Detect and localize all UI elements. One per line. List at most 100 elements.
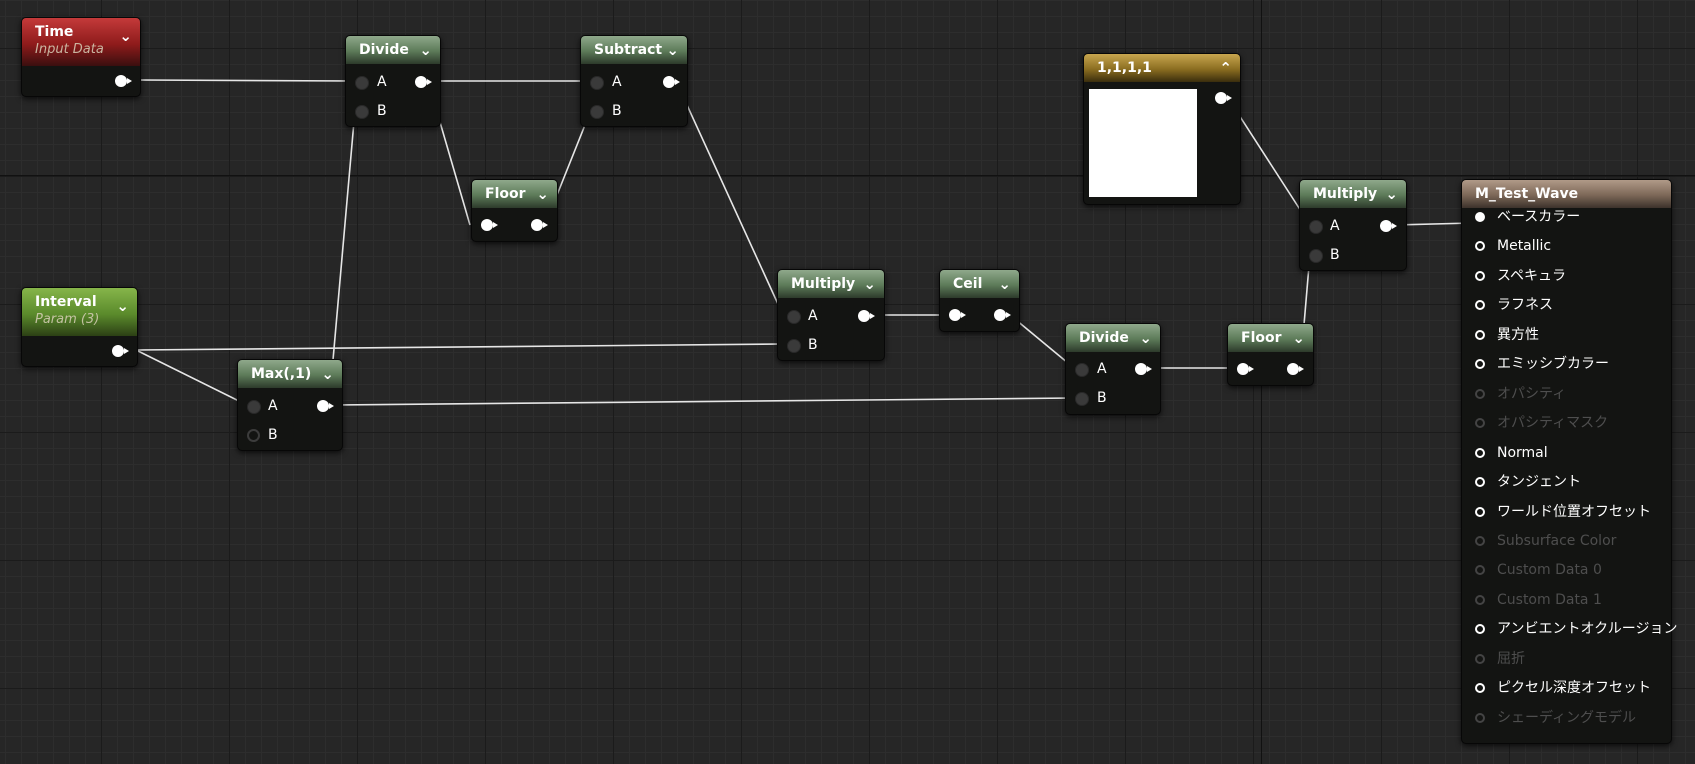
time-node[interactable]: Time Input Data ⌄ bbox=[21, 17, 141, 97]
chevron-down-icon[interactable]: ⌄ bbox=[536, 185, 549, 203]
wire-interval-to-multiply1-b bbox=[135, 343, 784, 351]
ceil-node-title: Ceil bbox=[953, 276, 983, 292]
constant-vector-node-header[interactable]: 1,1,1,1 ⌃ bbox=[1084, 54, 1240, 82]
max-node-header[interactable]: Max(,1) ⌄ bbox=[238, 360, 342, 388]
floor-node-2[interactable]: Floor ⌄ bbox=[1227, 323, 1314, 386]
divide-node-2[interactable]: Divide ⌄ A B bbox=[1065, 323, 1161, 415]
material-input-pin-5[interactable] bbox=[1475, 359, 1485, 370]
multiply-1-input-a-pin[interactable] bbox=[787, 310, 801, 324]
chevron-down-icon[interactable]: ⌄ bbox=[119, 27, 132, 45]
material-input-label: オパシティマスク bbox=[1497, 415, 1609, 432]
divide-1-input-a-pin[interactable] bbox=[355, 76, 369, 90]
multiply-1-input-b-pin[interactable] bbox=[787, 339, 801, 353]
divide-node-1-header[interactable]: Divide ⌄ bbox=[346, 36, 440, 64]
subtract-node[interactable]: Subtract ⌄ A B bbox=[580, 35, 688, 127]
max-output-pin[interactable] bbox=[317, 400, 334, 412]
wire-time-to-divide1-a bbox=[139, 79, 356, 82]
ceil-node-header[interactable]: Ceil ⌄ bbox=[940, 270, 1019, 298]
chevron-down-icon[interactable]: ⌄ bbox=[321, 365, 334, 383]
divide-2-input-b-label: B bbox=[1097, 390, 1107, 406]
floor-2-output-pin[interactable] bbox=[1287, 363, 1304, 375]
material-input-pin-1[interactable] bbox=[1475, 241, 1485, 252]
multiply-node-2[interactable]: Multiply ⌄ A B bbox=[1299, 179, 1407, 271]
ceil-output-pin[interactable] bbox=[994, 309, 1011, 321]
interval-node-header[interactable]: Interval Param (3) ⌄ bbox=[22, 288, 137, 336]
floor-node-2-header[interactable]: Floor ⌄ bbox=[1228, 324, 1313, 352]
ceil-node[interactable]: Ceil ⌄ bbox=[939, 269, 1020, 332]
divide-1-input-a-label: A bbox=[377, 74, 387, 90]
divide-node-1-title: Divide bbox=[359, 42, 409, 58]
material-input-pin-4[interactable] bbox=[1475, 329, 1485, 340]
constant-vector-node[interactable]: 1,1,1,1 ⌃ bbox=[1083, 53, 1241, 205]
ceil-input-pin[interactable] bbox=[949, 309, 966, 321]
chevron-down-icon[interactable]: ⌄ bbox=[1139, 329, 1152, 347]
subtract-input-a-label: A bbox=[612, 74, 622, 90]
chevron-down-icon[interactable]: ⌄ bbox=[1385, 185, 1398, 203]
multiply-1-input-a-label: A bbox=[808, 308, 818, 324]
material-input-pin-14[interactable] bbox=[1475, 624, 1485, 635]
wire-max-to-divide2-b bbox=[332, 397, 1075, 406]
material-input-label: 屈折 bbox=[1497, 650, 1525, 667]
multiply-node-2-title: Multiply bbox=[1313, 186, 1378, 202]
subtract-input-a-pin[interactable] bbox=[590, 76, 604, 90]
floor-2-input-pin[interactable] bbox=[1237, 363, 1254, 375]
interval-node[interactable]: Interval Param (3) ⌄ bbox=[21, 287, 138, 367]
time-node-title: Time bbox=[35, 24, 74, 40]
divide-1-output-pin[interactable] bbox=[415, 76, 432, 88]
floor-1-output-pin[interactable] bbox=[531, 219, 548, 231]
max-input-b-label: B bbox=[268, 427, 278, 443]
chevron-down-icon[interactable]: ⌄ bbox=[863, 275, 876, 293]
multiply-node-2-header[interactable]: Multiply ⌄ bbox=[1300, 180, 1406, 208]
material-input-label: アンビエントオクルージョン bbox=[1497, 621, 1678, 638]
divide-1-input-b-pin[interactable] bbox=[355, 105, 369, 119]
multiply-2-output-pin[interactable] bbox=[1380, 220, 1397, 232]
chevron-down-icon[interactable]: ⌄ bbox=[1292, 329, 1305, 347]
divide-node-1[interactable]: Divide ⌄ A B bbox=[345, 35, 441, 127]
material-input-pin-10[interactable] bbox=[1475, 506, 1485, 517]
divide-2-output-pin[interactable] bbox=[1135, 363, 1152, 375]
chevron-up-icon[interactable]: ⌃ bbox=[1219, 59, 1232, 77]
material-input-pin-3[interactable] bbox=[1475, 300, 1485, 311]
material-result-node-header[interactable]: M_Test_Wave bbox=[1462, 180, 1671, 208]
floor-1-input-pin[interactable] bbox=[481, 219, 498, 231]
time-node-header[interactable]: Time Input Data ⌄ bbox=[22, 18, 140, 66]
time-output-pin[interactable] bbox=[115, 75, 132, 87]
divide-2-input-b-pin[interactable] bbox=[1075, 392, 1089, 406]
material-input-pin-9[interactable] bbox=[1475, 477, 1485, 488]
multiply-node-1-title: Multiply bbox=[791, 276, 856, 292]
material-input-pin-13 bbox=[1475, 594, 1485, 605]
chevron-down-icon[interactable]: ⌄ bbox=[666, 41, 679, 59]
multiply-1-output-pin[interactable] bbox=[858, 310, 875, 322]
multiply-node-1[interactable]: Multiply ⌄ A B bbox=[777, 269, 885, 361]
divide-node-2-header[interactable]: Divide ⌄ bbox=[1066, 324, 1160, 352]
chevron-down-icon[interactable]: ⌄ bbox=[116, 297, 129, 315]
divide-2-input-a-pin[interactable] bbox=[1075, 363, 1089, 377]
subtract-input-b-pin[interactable] bbox=[590, 105, 604, 119]
chevron-down-icon[interactable]: ⌄ bbox=[998, 275, 1011, 293]
multiply-node-1-header[interactable]: Multiply ⌄ bbox=[778, 270, 884, 298]
interval-output-pin[interactable] bbox=[112, 345, 129, 357]
divide-1-input-b-label: B bbox=[377, 103, 387, 119]
chevron-down-icon[interactable]: ⌄ bbox=[419, 41, 432, 59]
multiply-2-input-a-pin[interactable] bbox=[1309, 220, 1323, 234]
floor-node-2-title: Floor bbox=[1241, 330, 1282, 346]
constant-output-pin[interactable] bbox=[1215, 92, 1232, 104]
max-node[interactable]: Max(,1) ⌄ A B bbox=[237, 359, 343, 451]
material-name: M_Test_Wave bbox=[1475, 186, 1579, 202]
subtract-output-pin[interactable] bbox=[663, 76, 680, 88]
max-input-b-pin[interactable] bbox=[247, 429, 260, 442]
max-node-title: Max(,1) bbox=[251, 366, 312, 382]
material-input-pin-2[interactable] bbox=[1475, 270, 1485, 281]
material-input-pin-0[interactable] bbox=[1475, 212, 1485, 222]
max-input-a-pin[interactable] bbox=[247, 400, 261, 414]
material-input-pin-8[interactable] bbox=[1475, 447, 1485, 458]
floor-node-1[interactable]: Floor ⌄ bbox=[471, 179, 558, 242]
floor-node-1-header[interactable]: Floor ⌄ bbox=[472, 180, 557, 208]
material-input-pin-16[interactable] bbox=[1475, 683, 1485, 694]
material-input-label: スペキュラ bbox=[1497, 267, 1567, 284]
material-input-pin-15 bbox=[1475, 653, 1485, 664]
multiply-2-input-b-pin[interactable] bbox=[1309, 249, 1323, 263]
subtract-node-header[interactable]: Subtract ⌄ bbox=[581, 36, 687, 64]
